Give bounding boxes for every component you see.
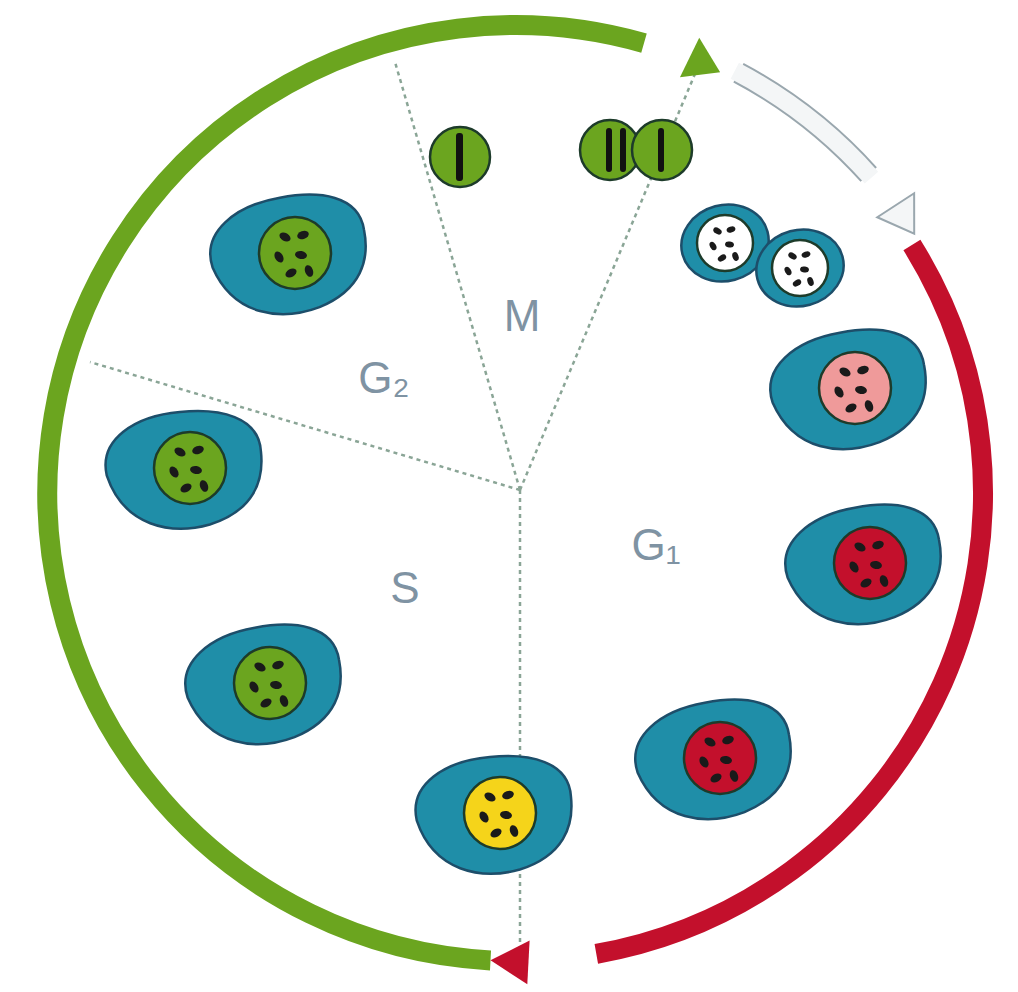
- chromosome: [708, 241, 718, 252]
- chromosome: [278, 694, 290, 708]
- phase-label: M: [504, 294, 541, 338]
- divider-line: [519, 490, 522, 960]
- chromosome: [508, 824, 520, 838]
- chromosome: [296, 229, 310, 241]
- chromosome: [499, 810, 512, 820]
- chromosome: [721, 734, 735, 746]
- chromosome: [801, 250, 812, 259]
- red-arc: [596, 245, 983, 954]
- nucleus: [684, 722, 756, 794]
- chromatid-set: [658, 128, 664, 172]
- cell-body: [774, 488, 955, 642]
- chromosome: [783, 266, 793, 277]
- mitotic-cell: [632, 120, 692, 180]
- chromosome: [863, 399, 875, 413]
- chromosome: [271, 659, 285, 671]
- nucleus: [772, 240, 828, 296]
- chromosome: [278, 231, 292, 244]
- chromosome: [709, 772, 723, 785]
- arrow-head: [491, 940, 530, 984]
- chromosome: [173, 446, 187, 459]
- phase-label: S: [390, 566, 419, 610]
- chromosome: [725, 241, 735, 248]
- chromosome: [698, 755, 711, 769]
- chromosome: [179, 482, 193, 495]
- chromatid-set: [620, 128, 626, 172]
- nucleus: [819, 352, 891, 424]
- cell-body: [759, 313, 940, 467]
- chromosome: [489, 827, 503, 840]
- chromosome: [198, 479, 210, 493]
- chromosome: [871, 539, 885, 551]
- chromosome: [284, 267, 298, 280]
- chromosome: [303, 264, 315, 278]
- nucleus: [259, 217, 331, 289]
- arrow-head: [877, 193, 914, 233]
- chromosome: [878, 574, 890, 588]
- nucleus: [464, 777, 536, 849]
- arrow-head: [680, 38, 720, 78]
- chromosome: [189, 465, 202, 475]
- chromosome: [719, 755, 732, 765]
- chromosome: [294, 250, 307, 260]
- chromosome: [717, 253, 728, 263]
- chromosome: [806, 276, 815, 287]
- nucleus: [154, 432, 226, 504]
- chromosome: [853, 541, 867, 554]
- chromosome: [483, 791, 497, 804]
- chromosome: [253, 661, 267, 674]
- cell-body: [408, 744, 582, 887]
- chromosome: [854, 385, 867, 395]
- divider-line: [520, 62, 700, 490]
- chromosome: [731, 251, 740, 262]
- divider-line: [395, 62, 520, 490]
- nucleus: [834, 527, 906, 599]
- chromosome: [168, 465, 181, 479]
- metaphase-plate: [456, 133, 463, 181]
- chromosome: [703, 736, 717, 749]
- chromosome: [787, 251, 798, 261]
- chromosome: [856, 364, 870, 376]
- chromosome: [712, 226, 723, 236]
- chromosome: [869, 560, 882, 570]
- phase-label: G₁: [631, 523, 680, 567]
- nucleus: [697, 215, 753, 271]
- cycle-arrows: [47, 25, 983, 984]
- nucleus: [234, 647, 306, 719]
- chromosome: [191, 444, 205, 456]
- cells: [98, 120, 956, 886]
- chromosome: [838, 366, 852, 379]
- transition-arrow: [735, 71, 872, 178]
- chromosome: [269, 680, 282, 690]
- cell-body: [748, 220, 853, 316]
- chromosome: [726, 225, 737, 234]
- chromosome: [728, 769, 740, 783]
- chromosome: [833, 385, 846, 399]
- chromosome: [478, 810, 491, 824]
- chromosome: [259, 697, 273, 710]
- cell-body: [624, 683, 805, 837]
- chromosome: [248, 680, 261, 694]
- chromosome: [273, 250, 286, 264]
- chromosome: [859, 577, 873, 590]
- chromatid-set: [606, 128, 612, 172]
- cell-body: [199, 178, 380, 332]
- mitotic-cell: [430, 127, 490, 187]
- cell-body: [98, 399, 272, 542]
- phase-label: G₂: [358, 356, 409, 400]
- green-arc: [47, 25, 644, 960]
- chromosome: [800, 266, 810, 273]
- chromosome: [844, 402, 858, 415]
- chromosome: [501, 789, 515, 801]
- cell-body: [174, 608, 355, 762]
- chromosome: [848, 560, 861, 574]
- chromosome: [792, 278, 803, 288]
